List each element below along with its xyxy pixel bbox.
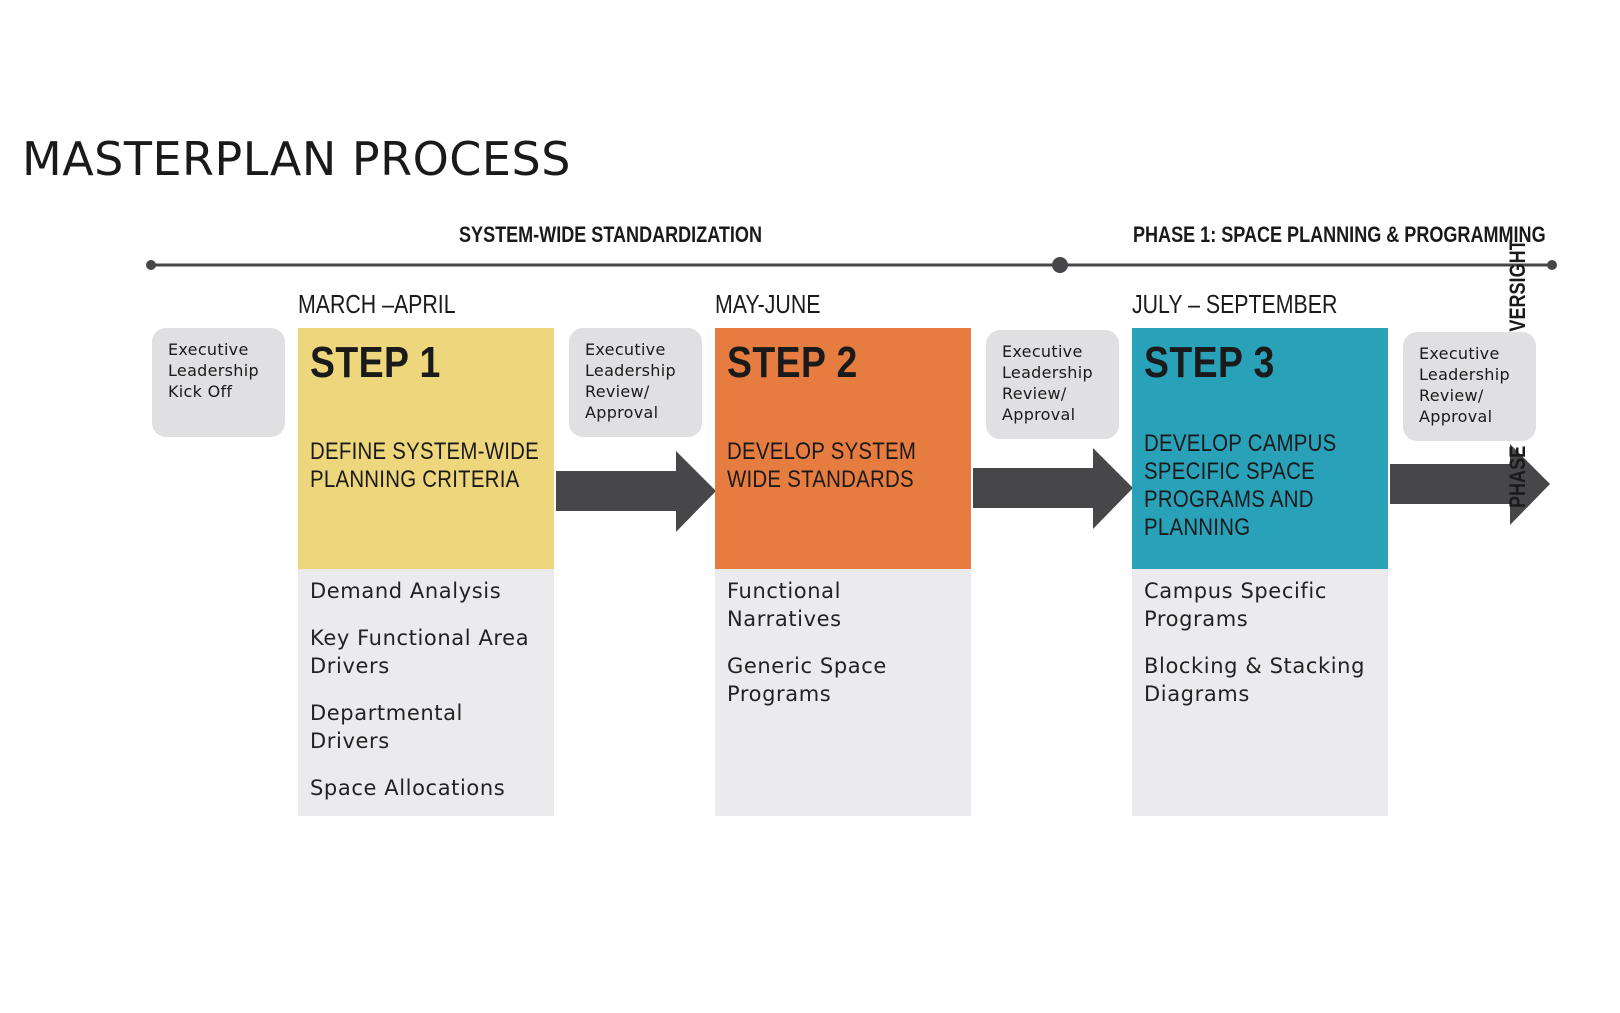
step2-deliverables: Functional Narratives Generic Space Prog… <box>715 569 971 816</box>
step3-description: DEVELOP CAMPUS SPECIFIC SPACE PROGRAMS A… <box>1144 430 1337 541</box>
arrow-step3-to-phase2 <box>1390 444 1550 525</box>
step1-description: DEFINE SYSTEM-WIDE PLANNING CRITERIA <box>310 438 540 493</box>
list-item: Blocking & Stacking Diagrams <box>1144 654 1366 706</box>
arrow-step1-to-step2 <box>556 451 716 532</box>
page-title: MASTERPLAN PROCESS <box>22 132 571 186</box>
step3-box: STEP 3 DEVELOP CAMPUS SPECIFIC SPACE PRO… <box>1132 328 1388 569</box>
timeline-label-standardization: SYSTEM-WIDE STANDARDIZATION <box>459 222 762 247</box>
step2-description: DEVELOP SYSTEM WIDE STANDARDS <box>727 438 917 493</box>
step2-title: STEP 2 <box>727 338 858 387</box>
list-item: Demand Analysis <box>310 579 502 603</box>
step3-title: STEP 3 <box>1144 338 1275 387</box>
timeline-phase-dot <box>1052 257 1068 273</box>
timeline-label-phase1: PHASE 1: SPACE PLANNING & PROGRAMMING <box>1133 222 1546 247</box>
step1-date: MARCH –APRIL <box>298 289 456 319</box>
list-item: Campus Specific Programs <box>1144 579 1327 631</box>
step1-box: STEP 1 DEFINE SYSTEM-WIDE PLANNING CRITE… <box>298 328 554 569</box>
list-item: Functional Narratives <box>727 579 842 631</box>
step3-date: JULY – SEPTEMBER <box>1132 289 1338 319</box>
step2-date: MAY-JUNE <box>715 289 821 319</box>
list-item: Key Functional Area Drivers <box>310 626 530 678</box>
list-item: Space Allocations <box>310 776 506 800</box>
list-item: Generic Space Programs <box>727 654 887 706</box>
step2-box: STEP 2 DEVELOP SYSTEM WIDE STANDARDS <box>715 328 971 569</box>
step3-deliverables: Campus Specific Programs Blocking & Stac… <box>1132 569 1388 816</box>
arrow-step2-to-step3 <box>973 448 1133 529</box>
list-item: Departmental Drivers <box>310 701 463 753</box>
step1-deliverables: Demand Analysis Key Functional Area Driv… <box>298 569 554 816</box>
timeline-start-dot <box>146 260 156 270</box>
timeline-end-dot <box>1547 260 1557 270</box>
step1-title: STEP 1 <box>310 338 441 387</box>
